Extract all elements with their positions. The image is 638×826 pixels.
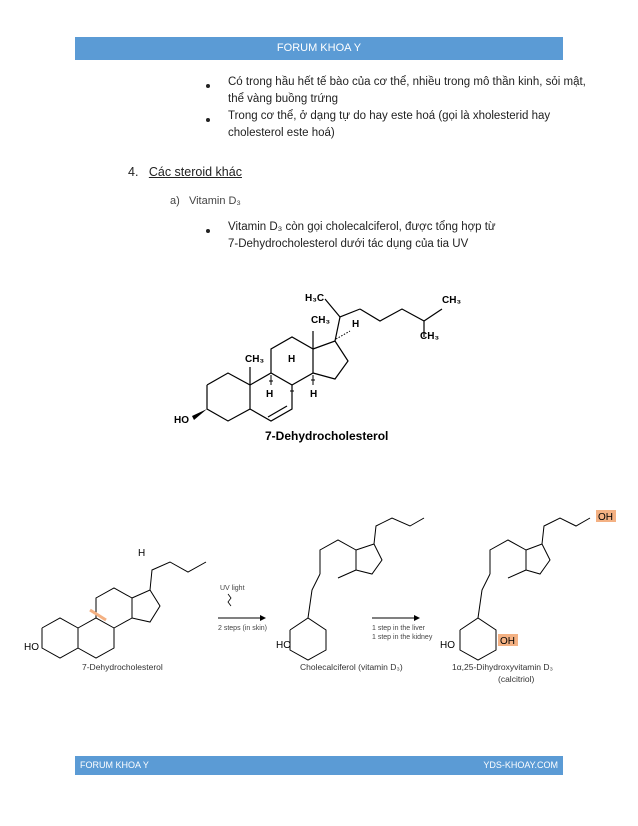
bullet-text: cholesterol este hoá): [228, 127, 335, 139]
label-ch3-chain: CH₃: [420, 331, 439, 342]
label-h-17: H: [352, 319, 359, 330]
atom-ho-2: HO: [276, 640, 291, 651]
label-h3c: H₃C: [305, 293, 324, 304]
subsection-heading: a) Vitamin D₃: [170, 195, 241, 207]
bullet-text: 7-Dehydrocholesterol dưới tác dụng của t…: [228, 238, 469, 250]
caption-compound1: 7-Dehydrocholesterol: [82, 662, 163, 672]
label-ch3-end: CH₃: [442, 295, 461, 306]
compound-name: 7-Dehydrocholesterol: [265, 429, 388, 443]
label-h-14: H: [310, 389, 317, 400]
arrow2-line1: 1 step in the liver: [372, 625, 426, 632]
bullet-text: Có trong hầu hết tế bào của cơ thể, nhiề…: [228, 76, 586, 88]
footer-left: FORUM KHOA Y: [80, 760, 149, 770]
page-header: FORUM KHOA Y: [75, 37, 563, 60]
subsection-title: Vitamin D₃: [188, 195, 241, 207]
arrow2-line2: 1 step in the kidney: [372, 634, 433, 641]
atom-h-1: H: [138, 548, 145, 559]
arrow1-sub: 2 steps (in skin): [218, 625, 267, 632]
caption-compound3: 1α,25-Dihydroxyvitamin D₃: [452, 662, 553, 672]
bullet-text: Vitamin D₃ còn gọi cholecalciferol, được…: [228, 221, 496, 233]
label-ho: HO: [174, 415, 189, 426]
bullet-dot: [206, 229, 210, 233]
atom-oh-1: OH: [500, 636, 515, 647]
section-heading: 4. Các steroid khác: [128, 165, 242, 179]
arrow1-label: UV light: [220, 585, 245, 592]
atom-oh-25: OH: [598, 512, 613, 523]
dehydrocholesterol-structure: H₃C CH₃ CH₃ CH₃ H CH₃ H H H HO 7-Dehydro…: [174, 293, 461, 443]
subsection-letter: a): [170, 195, 180, 207]
label-ch3-c19: CH₃: [245, 354, 264, 365]
bullet-text: thể vàng buồng trứng: [228, 93, 339, 105]
caption-compound3-sub: (calcitriol): [498, 674, 535, 684]
section-title: Các steroid khác: [148, 165, 242, 179]
vitamin-d3-pathway: HO H HO HO OH OH UV light 2 steps (in sk…: [24, 510, 616, 684]
atom-ho-3: HO: [440, 640, 455, 651]
section-number: 4.: [128, 165, 139, 179]
label-h-8: H: [266, 389, 273, 400]
bullet-dot: [206, 118, 210, 122]
footer-right: YDS-KHOAY.COM: [483, 760, 558, 770]
bullet-dot: [206, 84, 210, 88]
label-ch3-c18: CH₃: [311, 315, 330, 326]
label-h-9: H: [288, 354, 295, 365]
bullet-text: Trong cơ thể, ở dạng tự do hay este hoá …: [228, 110, 551, 122]
page-footer: FORUM KHOA Y YDS-KHOAY.COM: [75, 756, 563, 775]
caption-compound2: Cholecalciferol (vitamin D₃): [300, 662, 403, 672]
atom-ho-1: HO: [24, 642, 39, 653]
